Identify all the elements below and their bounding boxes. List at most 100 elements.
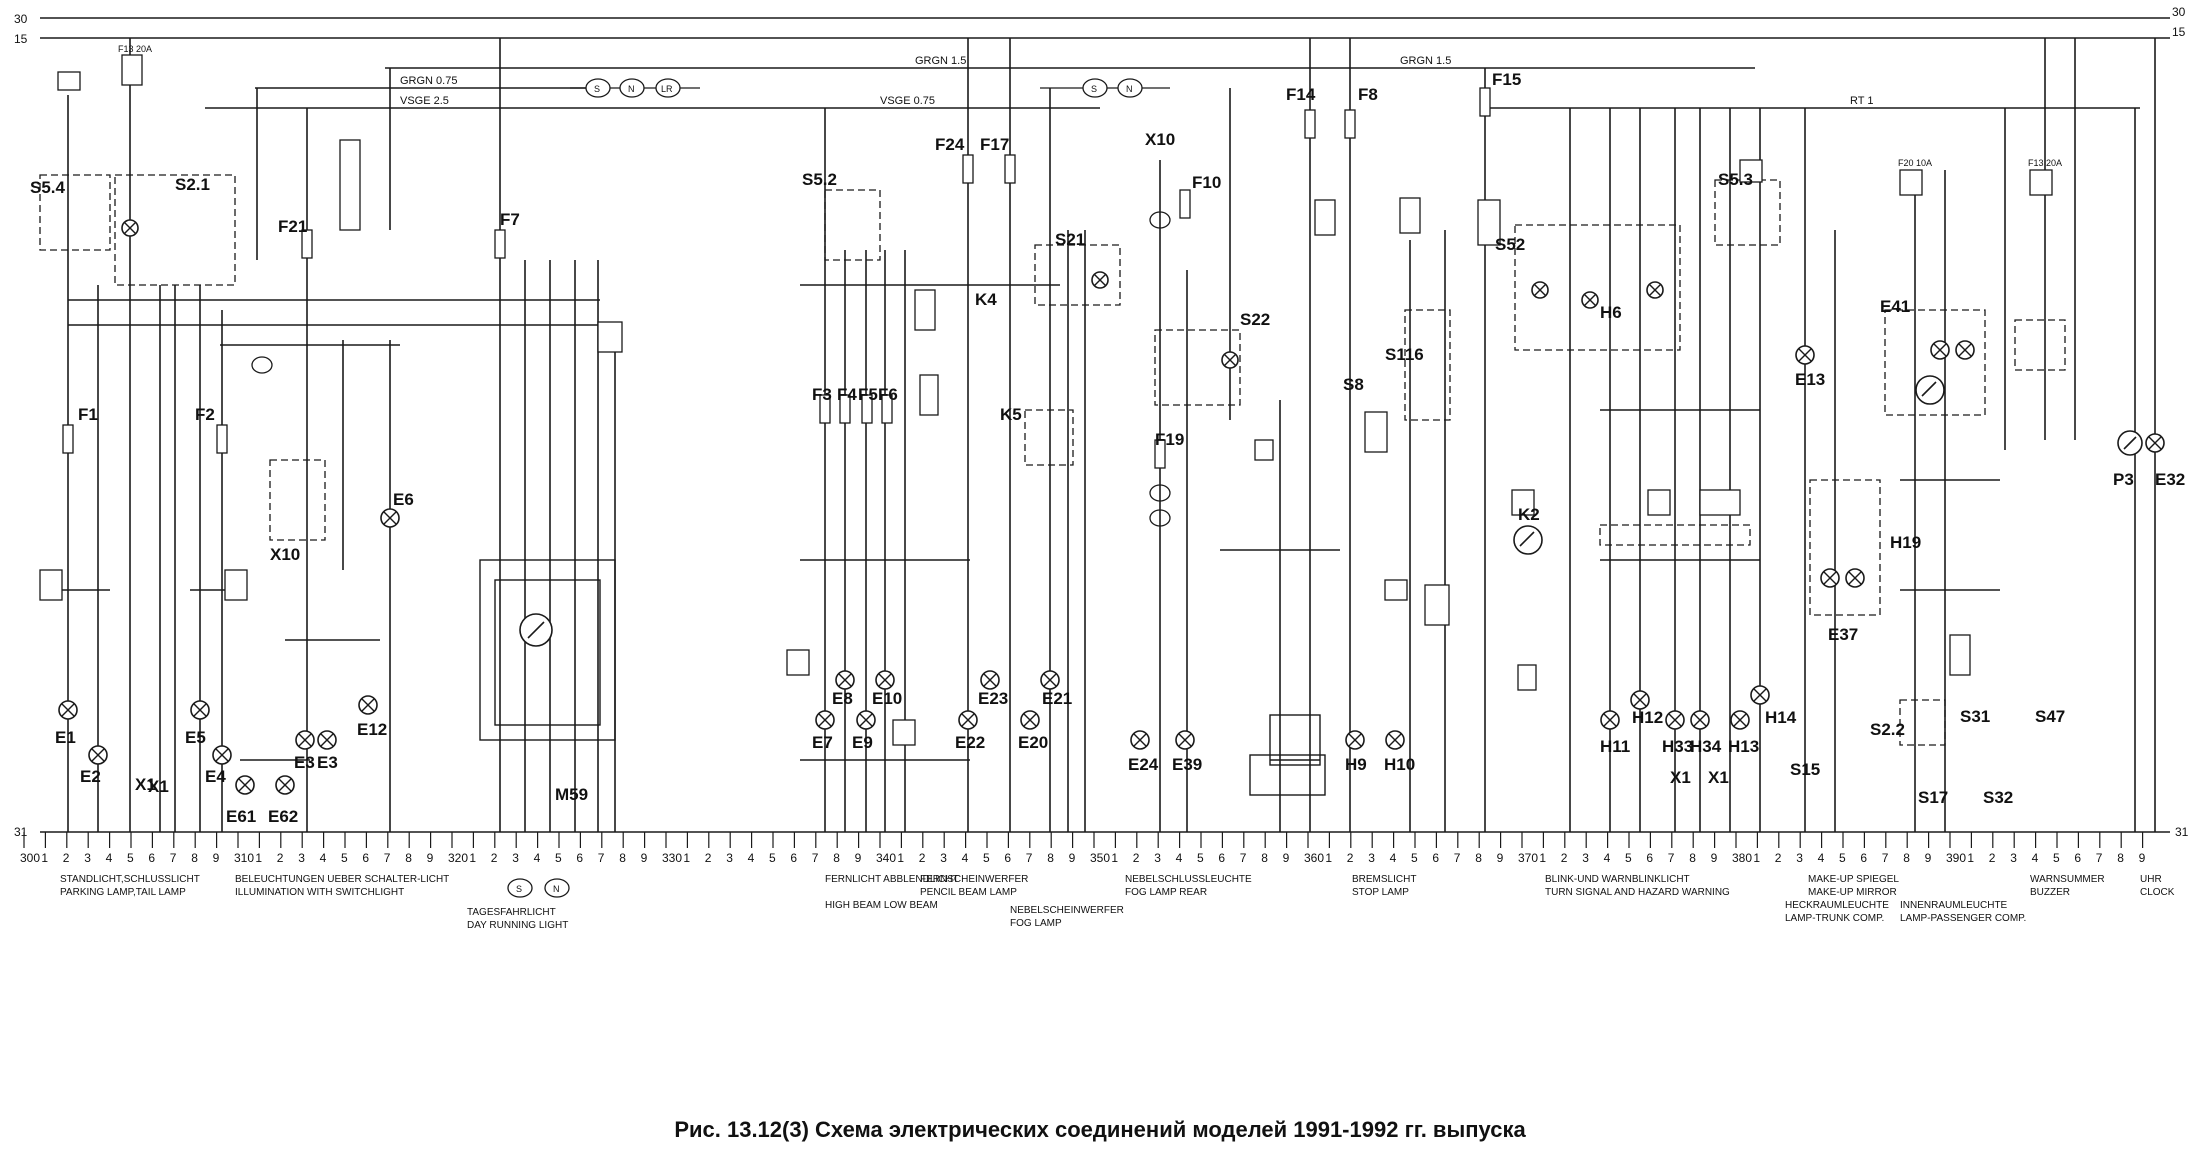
tick-label: 2 [1989,851,1996,865]
tick-label: 4 [1176,851,1183,865]
svg-text:LR: LR [661,84,673,94]
svg-text:F3: F3 [812,385,832,404]
tick-label: 310 [234,851,254,865]
svg-text:E7: E7 [812,733,833,752]
section-turn-en: TURN SIGNAL AND HAZARD WARNING [1545,887,1730,898]
fuse-f14: F14 [1286,85,1316,139]
tick-label: 8 [2117,851,2124,865]
tick-label: 9 [1497,851,1504,865]
tick-label: 1 [41,851,48,865]
svg-text:E62: E62 [268,807,298,826]
lamp-h34: H34 [1690,710,1722,756]
tick-label: 5 [127,851,134,865]
tick-label: 8 [1047,851,1054,865]
svg-text:H19: H19 [1890,533,1921,552]
svg-text:S31: S31 [1960,707,1990,726]
svg-text:S17: S17 [1918,788,1948,807]
svg-text:F7: F7 [500,210,520,229]
tick-label: 390 [1946,851,1966,865]
tick-label: 2 [705,851,712,865]
svg-text:E3: E3 [317,753,338,772]
svg-text:E37: E37 [1828,625,1858,644]
svg-text:X10: X10 [270,545,300,564]
svg-text:F21: F21 [278,217,307,236]
tick-label: 7 [2096,851,2103,865]
component-boxes [39,174,2066,796]
fuse-f1: F1 [62,405,98,454]
svg-text:P3: P3 [2113,470,2134,489]
tag-f13-left: F13 20A [118,44,152,54]
section-pencil-de: FERNSCHEINWERFER [920,874,1028,885]
tick-label: 380 [1732,851,1752,865]
top-fuse-tags: F13 20A F20 10A F13 20A [39,44,2062,746]
tick-label: 1 [683,851,690,865]
tick-label: 4 [1818,851,1825,865]
section-pencil-en: PENCIL BEAM LAMP [920,887,1017,898]
wire-label-vsge-small: VSGE 0.75 [880,95,935,107]
tick-label: 4 [2032,851,2039,865]
rail-31-left: 31 [14,825,28,839]
lamp-s52 [1531,281,1549,299]
lamp-s21 [1091,271,1109,289]
lamp-e7: E7 [812,710,835,752]
lamp-e22: E22 [955,710,985,752]
tick-label: 3 [2010,851,2017,865]
section-buzzer-en: BUZZER [2030,887,2070,898]
lamp-e8: E8 [832,670,855,708]
section-passenger-en: LAMP-PASSENGER COMP. [1900,913,2026,924]
svg-text:E12: E12 [357,720,387,739]
relay-k2: K2 [1513,505,1543,555]
lamp-h11: H11 [1600,710,1630,756]
fuse-f8: F8 [1344,85,1378,139]
section-turn-de: BLINK-UND WARNBLINKLICHT [1545,874,1690,885]
connector-ovals: S N LR S N S N [251,78,1171,898]
svg-text:F2: F2 [195,405,215,424]
lamp-e3a: E3 [294,730,315,772]
svg-text:X1: X1 [135,775,156,794]
tick-label: 330 [662,851,682,865]
svg-text:H11: H11 [1600,737,1630,756]
tick-label: 6 [1646,851,1653,865]
tick-label: 6 [2074,851,2081,865]
svg-text:K4: K4 [975,290,997,309]
svg-text:S22: S22 [1240,310,1270,329]
tick-label: 9 [855,851,862,865]
lamp-e1: E1 [55,700,78,747]
lamps: E1 E2 E5 E4 E61 E62 E3 E3 E12 E6 E7 E8 E… [55,219,2185,826]
svg-text:E22: E22 [955,733,985,752]
fuse-f4: F4 [837,385,857,424]
fuse-f7: F7 [494,210,520,259]
wire-label-gnrw-mid: GRGN 0.75 [400,75,457,87]
svg-text:F15: F15 [1492,70,1521,89]
tick-label: 9 [2139,851,2146,865]
tick-label: 5 [341,851,348,865]
svg-text:E41: E41 [1880,297,1910,316]
tick-label: 8 [833,851,840,865]
svg-text:E1: E1 [55,728,76,747]
svg-text:F8: F8 [1358,85,1378,104]
tick-label: 5 [2053,851,2060,865]
fuse-f10: F10 [1179,173,1221,219]
lamp-e41b [1955,340,1975,360]
tick-label: 3 [940,851,947,865]
tick-label: 3 [726,851,733,865]
tick-label: 2 [1133,851,1140,865]
tick-label: 6 [576,851,583,865]
section-mirror-en: MAKE-UP MIRROR [1808,887,1897,898]
tick-label: 2 [1561,851,1568,865]
svg-text:N: N [628,84,635,94]
svg-text:M59: M59 [555,785,588,804]
svg-text:H33: H33 [1662,737,1693,756]
tick-label: 4 [962,851,969,865]
section-clock-de: UHR [2140,874,2162,885]
svg-text:S8: S8 [1343,375,1364,394]
svg-text:E6: E6 [393,490,414,509]
lamp-s22 [1221,351,1239,369]
wire-label-gnrw: GRGN 1.5 [915,55,966,67]
section-fog-en: FOG LAMP [1010,918,1062,929]
lamp-e21: E21 [1040,670,1072,708]
svg-text:X1: X1 [148,777,169,796]
svg-text:H9: H9 [1345,755,1367,774]
motor-m59: M59 [519,613,588,804]
